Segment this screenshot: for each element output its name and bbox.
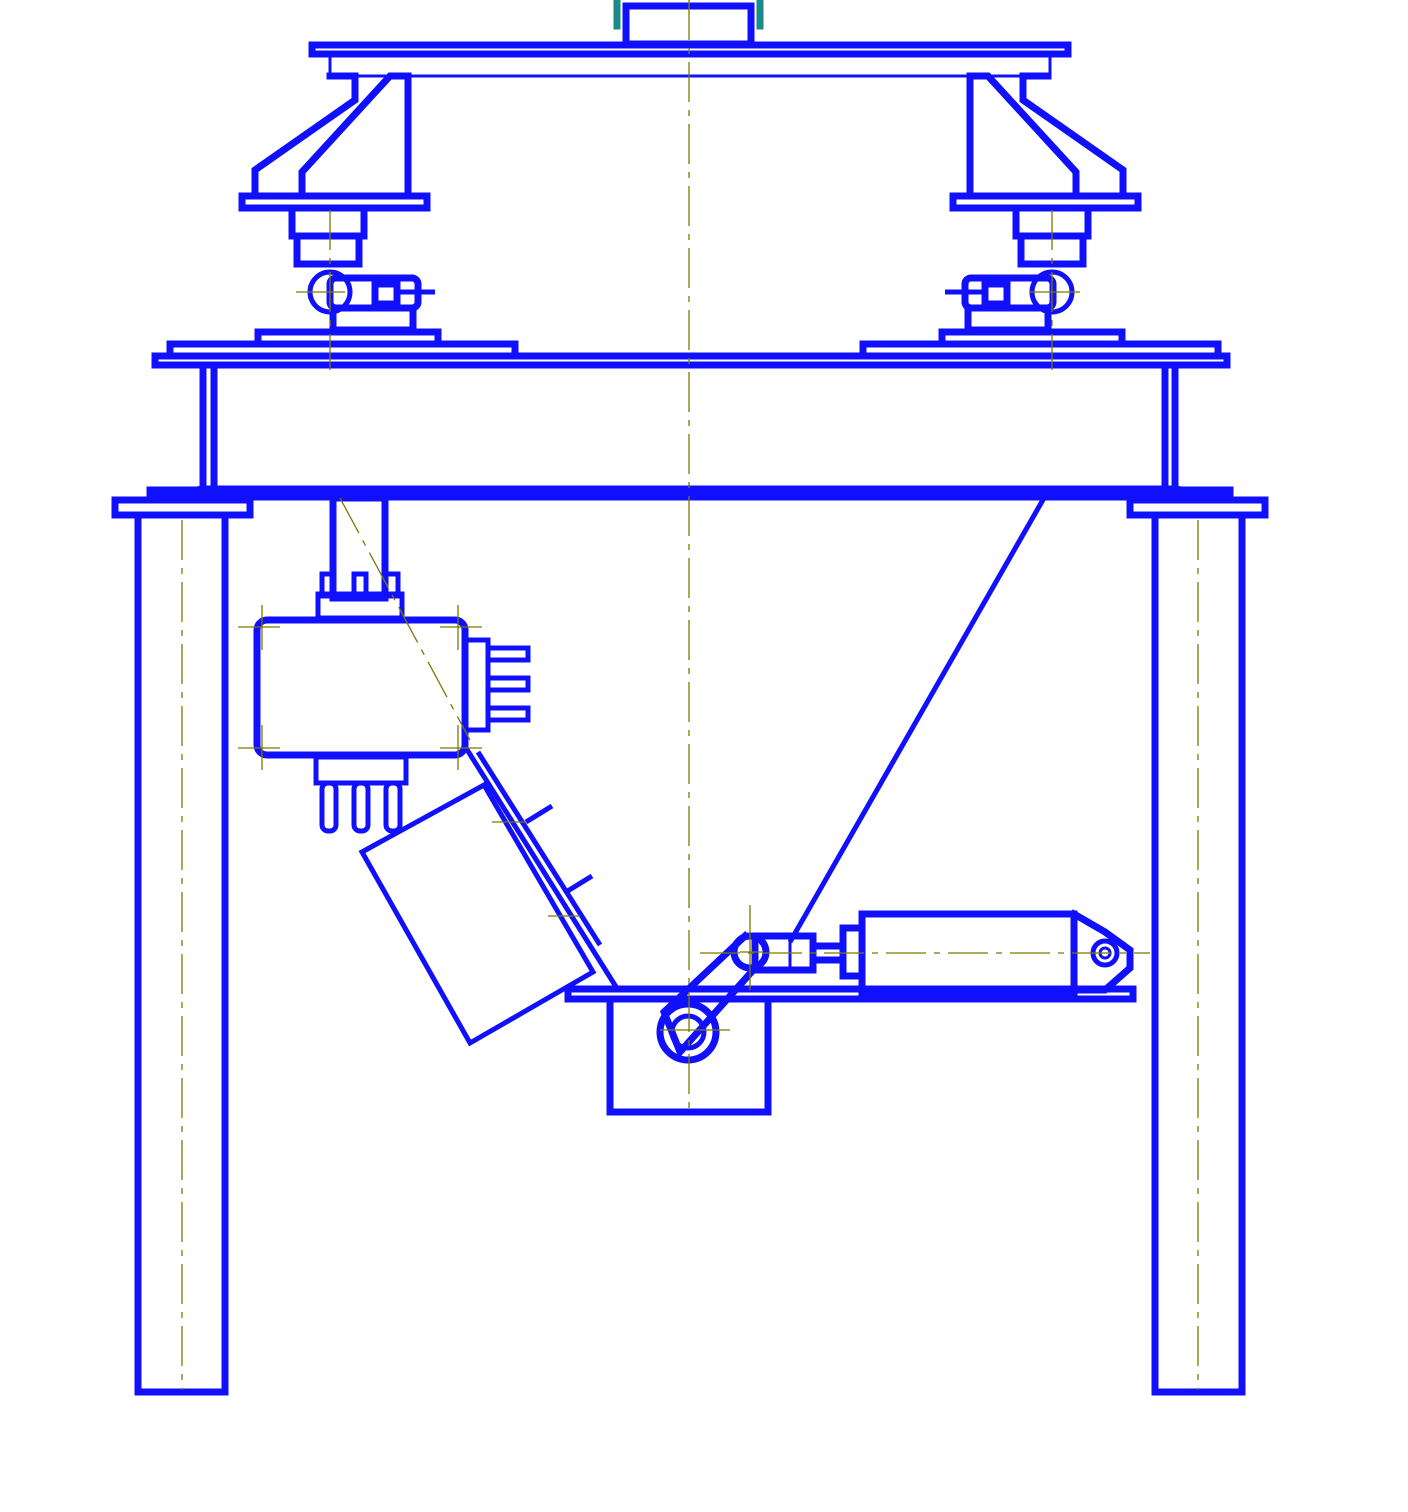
left-support-bracket [238,72,431,268]
top-cover-plate [308,41,1072,78]
right-support-bracket [949,72,1142,268]
centerlines [181,0,1199,1390]
right-vibration-mount [938,269,1126,348]
vibrator-motor [358,781,597,1047]
main-body-frame [146,361,1234,501]
right-leg [1126,496,1269,1396]
valve-manifold-block [253,494,531,834]
discharge-hopper [463,496,1137,1003]
manifold-bottom-fittings [313,754,409,834]
actuator-cylinder [751,909,1134,996]
manifold-side-fittings [463,637,531,733]
left-leg [111,496,254,1396]
left-vibration-mount [254,269,442,348]
